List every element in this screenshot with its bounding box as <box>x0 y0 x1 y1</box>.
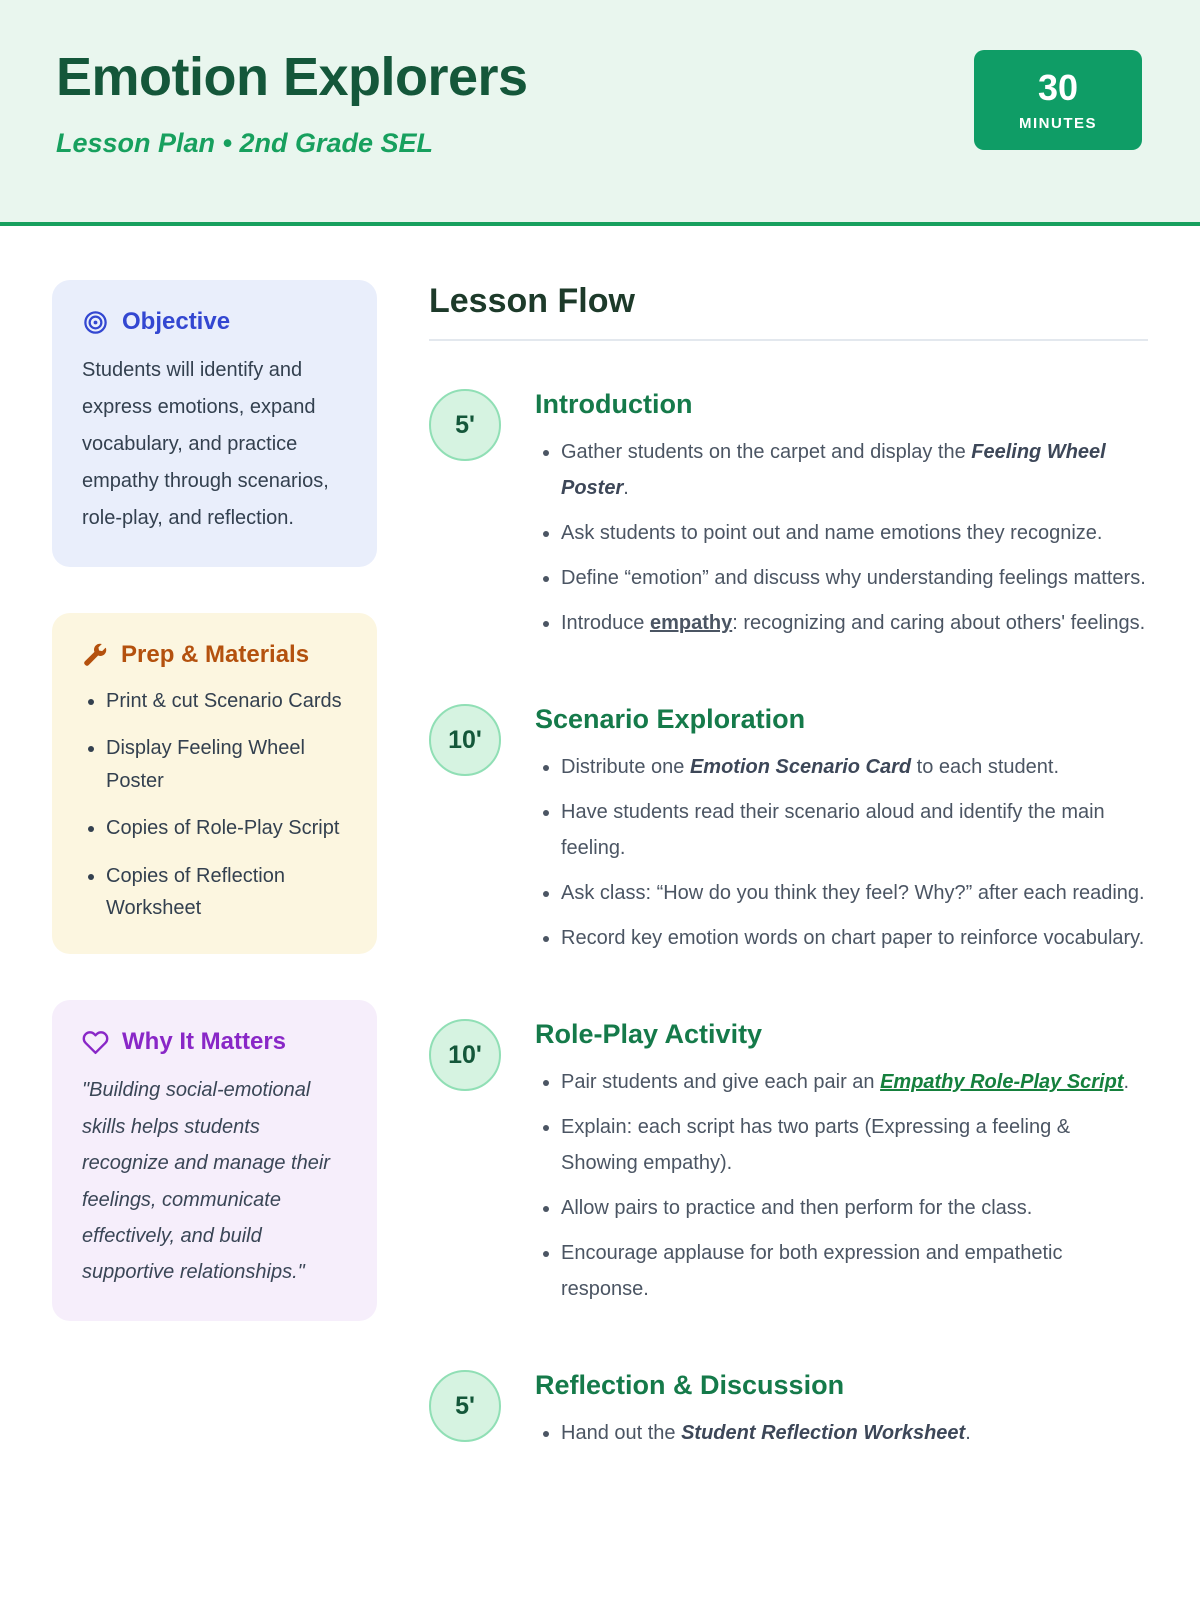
why-card-header: Why It Matters <box>82 1028 349 1056</box>
duration-circle: 5' <box>429 1370 501 1442</box>
duration-circle: 5' <box>429 389 501 461</box>
wrench-icon <box>82 642 108 668</box>
section-title: Scenario Exploration <box>535 704 806 734</box>
duration-circle: 10' <box>429 704 501 776</box>
sidebar: Objective Students will identify and exp… <box>52 280 377 1510</box>
duration-unit: MINUTES <box>1019 115 1097 132</box>
page-title: Emotion Explorers <box>56 47 528 107</box>
text-segment: Pair students and give each pair an <box>561 1071 881 1093</box>
body: Objective Students will identify and exp… <box>0 226 1200 1510</box>
text-segment: Introduce <box>561 612 650 634</box>
section-bullet-list: Hand out the Student Reflection Workshee… <box>535 1415 1148 1451</box>
prep-material-item: Print & cut Scenario Cards <box>106 685 349 717</box>
duration-circle: 10' <box>429 1019 501 1091</box>
section-content: Role-Play ActivityPair students and give… <box>535 1015 1148 1316</box>
flow-bullet: Have students read their scenario aloud … <box>561 794 1148 866</box>
text-segment: Explain: each script has two parts (Expr… <box>561 1116 1071 1174</box>
text-segment: . <box>623 477 629 499</box>
heading-divider <box>429 339 1148 341</box>
flow-bullet: Hand out the Student Reflection Workshee… <box>561 1415 1148 1451</box>
prep-materials-card: Prep & Materials Print & cut Scenario Ca… <box>52 613 377 955</box>
text-segment: Ask students to point out and name emoti… <box>561 522 1103 544</box>
objective-card: Objective Students will identify and exp… <box>52 280 377 567</box>
flow-bullet: Explain: each script has two parts (Expr… <box>561 1109 1148 1181</box>
prep-material-item: Copies of Role-Play Script <box>106 812 349 844</box>
duration-value: 30 <box>1037 67 1079 108</box>
objective-card-header: Objective <box>82 308 349 336</box>
why-it-matters-title: Why It Matters <box>122 1028 287 1056</box>
prep-materials-list: Print & cut Scenario CardsDisplay Feelin… <box>82 685 349 924</box>
flow-bullet: Gather students on the carpet and displa… <box>561 434 1148 506</box>
prep-card-header: Prep & Materials <box>82 641 349 669</box>
text-segment: . <box>1123 1071 1130 1093</box>
lesson-section: 10' Scenario ExplorationDistribute one Em… <box>429 700 1148 965</box>
lesson-section: 5' Reflection & DiscussionHand out the St… <box>429 1366 1148 1460</box>
section-bullet-list: Distribute one Emotion Scenario Card to … <box>535 749 1148 956</box>
flow-bullet: Allow pairs to practice and then perform… <box>561 1190 1148 1226</box>
prep-material-item: Display Feeling Wheel Poster <box>106 732 349 797</box>
section-title: Introduction <box>535 389 693 419</box>
text-segment: Encourage applause for both expression a… <box>561 1242 1063 1300</box>
lesson-section: 10' Role-Play ActivityPair students and g… <box>429 1015 1148 1316</box>
header: Emotion Explorers Lesson Plan • 2nd Grad… <box>0 0 1200 226</box>
heart-icon <box>82 1029 109 1056</box>
section-bullet-list: Pair students and give each pair an Empa… <box>535 1064 1148 1307</box>
text-segment: . <box>965 1422 971 1444</box>
header-text: Emotion Explorers Lesson Plan • 2nd Grad… <box>56 46 528 159</box>
lesson-flow: Lesson Flow 5' IntroductionGather student… <box>429 280 1148 1510</box>
section-title: Role-Play Activity <box>535 1019 763 1049</box>
text-segment: Feeling Wheel Poster <box>561 441 1106 499</box>
section-content: Scenario ExplorationDistribute one Emoti… <box>535 700 1148 965</box>
flow-bullet: Ask students to point out and name emoti… <box>561 515 1148 551</box>
text-segment: Define “emotion” and discuss why underst… <box>561 567 1146 589</box>
text-segment: Have students read their scenario aloud … <box>561 801 1105 859</box>
section-bullet-list: Gather students on the carpet and displa… <box>535 434 1148 641</box>
prep-material-item: Copies of Reflection Worksheet <box>106 860 349 925</box>
flow-bullet: Pair students and give each pair an Empa… <box>561 1064 1148 1100</box>
text-segment: Gather students on the carpet and displa… <box>561 441 972 463</box>
flow-bullet: Record key emotion words on chart paper … <box>561 920 1148 956</box>
lesson-sections: 5' IntroductionGather students on the car… <box>429 385 1148 1460</box>
empathy-script-link[interactable]: Empathy Role-Play Script <box>880 1071 1124 1093</box>
duration-badge: 30 MINUTES <box>974 50 1142 150</box>
text-segment: Distribute one <box>561 756 690 778</box>
text-segment: Student Reflection Worksheet <box>681 1422 966 1444</box>
objective-title: Objective <box>122 308 231 335</box>
objective-text: Students will identify and express emoti… <box>82 359 329 529</box>
page-subtitle: Lesson Plan • 2nd Grade SEL <box>56 128 434 158</box>
text-segment: Allow pairs to practice and then perform… <box>561 1197 1033 1219</box>
text-segment: Emotion Scenario Card <box>689 756 912 778</box>
text-segment: Hand out the <box>561 1422 682 1444</box>
why-it-matters-card: Why It Matters "Building social-emotiona… <box>52 1000 377 1321</box>
text-segment: : recognizing and caring about others' f… <box>732 612 1146 634</box>
lesson-section: 5' IntroductionGather students on the car… <box>429 385 1148 650</box>
flow-bullet: Distribute one Emotion Scenario Card to … <box>561 749 1148 785</box>
prep-materials-title: Prep & Materials <box>121 641 310 668</box>
flow-bullet: Ask class: “How do you think they feel? … <box>561 875 1148 911</box>
text-segment: to each student. <box>911 756 1060 778</box>
flow-bullet: Encourage applause for both expression a… <box>561 1235 1148 1307</box>
section-content: IntroductionGather students on the carpe… <box>535 385 1148 650</box>
flow-bullet: Introduce empathy: recognizing and carin… <box>561 605 1148 641</box>
section-title: Reflection & Discussion <box>535 1370 845 1400</box>
text-segment: empathy <box>649 612 733 634</box>
why-it-matters-quote: "Building social-emotional skills helps … <box>82 1079 330 1284</box>
lesson-flow-heading: Lesson Flow <box>429 282 635 320</box>
text-segment: Record key emotion words on chart paper … <box>561 927 1145 949</box>
text-segment: Ask class: “How do you think they feel? … <box>561 882 1145 904</box>
flow-bullet: Define “emotion” and discuss why underst… <box>561 560 1148 596</box>
section-content: Reflection & DiscussionHand out the Stud… <box>535 1366 1148 1460</box>
target-icon <box>82 309 109 336</box>
